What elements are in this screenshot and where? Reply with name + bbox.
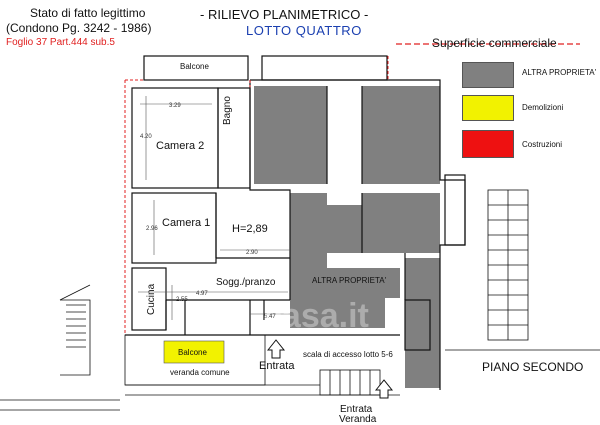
dimension-lines: [138, 96, 290, 320]
dim-4-20: 4.20: [140, 134, 152, 140]
legend-label-yellow: Demolizioni: [522, 103, 564, 112]
room-veranda: veranda comune: [170, 368, 230, 377]
room-balcone-bottom: Balcone: [178, 348, 207, 357]
room-height: H=2,89: [232, 223, 268, 235]
entrata-veranda-label-1: Entrata: [340, 404, 373, 415]
header-left-line3: Foglio 37 Part.444 sub.5: [6, 37, 115, 48]
entrata-veranda-label-2: Veranda: [339, 414, 377, 425]
balcone-yellow: [163, 340, 225, 364]
header-left-line1: Stato di fatto legittimo: [30, 6, 146, 20]
altra-proprieta-label: ALTRA PROPRIETA': [312, 276, 387, 285]
page-title: - RILIEVO PLANIMETRICO -: [200, 7, 369, 22]
room-cucina: Cucina: [146, 283, 157, 315]
room-balcone-top: Balcone: [180, 62, 209, 71]
legend-swatch-yellow: [462, 95, 514, 121]
entrata-arrow-icon: [266, 339, 286, 359]
dim-4-97: 4.97: [196, 291, 208, 297]
dim-2-55: 2.55: [176, 297, 188, 303]
dim-5-47: 5.47: [264, 314, 276, 320]
room-camera2: Camera 2: [156, 140, 205, 152]
room-camera1: Camera 1: [162, 217, 211, 229]
legend-label-red: Costruzioni: [522, 140, 563, 149]
legend-label-gray: ALTRA PROPRIETA': [522, 68, 597, 77]
dim-2-96: 2.96: [146, 226, 158, 232]
header-left-line2: (Condono Pg. 3242 - 1986): [6, 21, 152, 35]
legend-swatch-red: [462, 130, 514, 158]
page-subtitle: LOTTO QUATTRO: [246, 23, 362, 38]
entrata-veranda-arrow-icon: [374, 379, 394, 399]
legend-swatch-gray: [462, 62, 514, 88]
dim-3-29: 3.29: [169, 103, 181, 109]
scala-label: scala di accesso lotto 5-6: [303, 350, 393, 359]
altra-proprieta-area: [254, 86, 440, 388]
commercial-label: Superficie commerciale: [432, 36, 557, 50]
entrata-label: Entrata: [259, 360, 295, 372]
dim-2-90: 2.90: [246, 250, 258, 256]
room-soggiorno: Sogg./pranzo: [216, 277, 276, 288]
watermark: casa.it: [263, 297, 369, 335]
piano-secondo-label: PIANO SECONDO: [482, 360, 584, 374]
room-bagno: Bagno: [222, 96, 233, 125]
